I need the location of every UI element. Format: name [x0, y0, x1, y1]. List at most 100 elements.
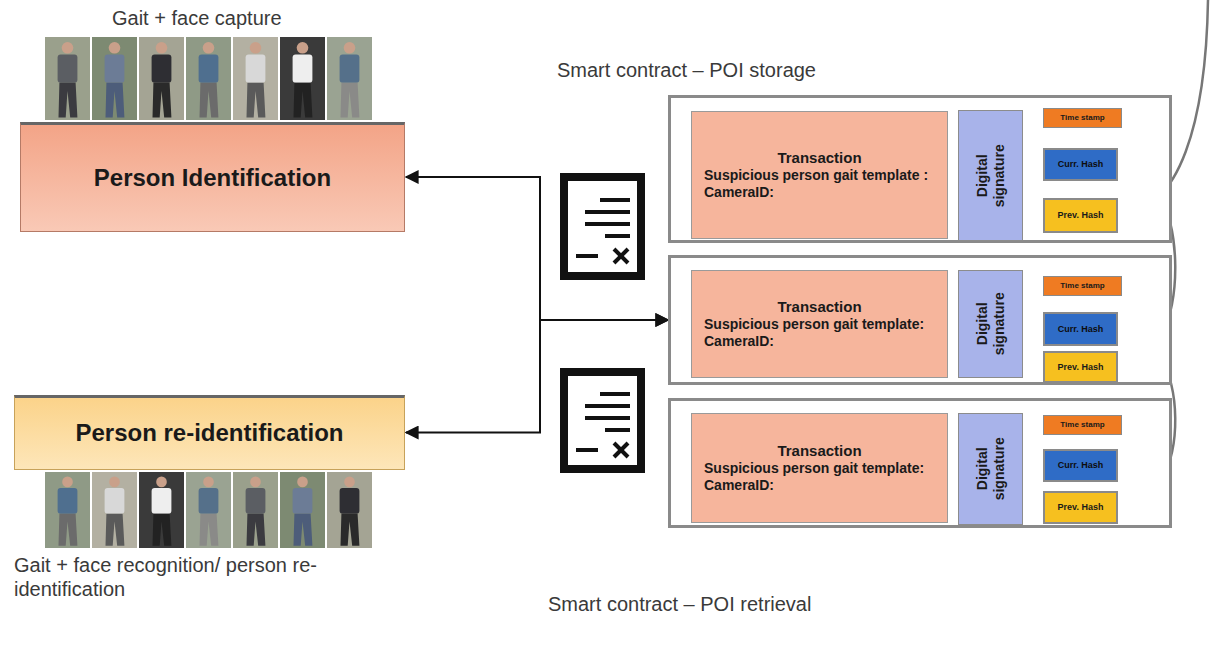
box-text: Curr. Hash	[1048, 324, 1113, 335]
signature-box: Digital signature	[958, 110, 1023, 241]
photo-frame	[327, 472, 372, 548]
person-body	[199, 54, 219, 82]
signature-box: Digital signature	[958, 270, 1023, 378]
photo-frame	[45, 472, 90, 548]
box-text: Time stamp	[1046, 281, 1119, 291]
signature-text: Digital signature	[974, 274, 1008, 374]
person-legs	[341, 83, 360, 118]
transaction-box: TransactionSuspicious person gait templa…	[691, 413, 948, 523]
transaction-heading: Transaction	[704, 149, 935, 167]
photo-frame	[92, 472, 137, 548]
box-text: Person re-identification	[25, 419, 394, 448]
box-text: Time stamp	[1046, 113, 1119, 123]
box-text: Time stamp	[1046, 420, 1119, 430]
block-frame: TransactionSuspicious person gait templa…	[668, 95, 1172, 243]
photo-frame	[186, 37, 231, 120]
reidentification-box: Person re-identification	[14, 395, 405, 470]
signature-box: Digital signature	[958, 413, 1023, 525]
previous-hash-box: Prev. Hash	[1043, 351, 1118, 383]
transaction-field: Suspicious person gait template:	[704, 460, 935, 477]
person-body	[105, 54, 125, 82]
contract-icon	[564, 177, 641, 276]
previous-hash-box: Prev. Hash	[1043, 491, 1118, 524]
person-legs	[200, 83, 219, 118]
person-head	[203, 477, 214, 488]
person-legs	[153, 83, 172, 118]
photo-frame	[280, 472, 325, 548]
current-hash-box: Curr. Hash	[1043, 148, 1118, 181]
photo-frame	[233, 472, 278, 548]
person-body	[340, 54, 360, 82]
person-body	[199, 488, 219, 514]
transaction-box: TransactionSuspicious person gait templa…	[691, 270, 948, 378]
person-body	[58, 54, 78, 82]
photo-frame	[186, 472, 231, 548]
transaction-field: Suspicious person gait template :	[704, 167, 935, 184]
signature-text: Digital signature	[974, 419, 1008, 519]
contract-icon	[564, 372, 641, 469]
timestamp-box: Time stamp	[1043, 415, 1122, 435]
person-body	[152, 488, 172, 514]
photo-strip	[45, 472, 372, 548]
block-frame: TransactionSuspicious person gait templa…	[668, 255, 1172, 385]
caption-label: Gait + face recognition/ person re-ident…	[14, 553, 370, 601]
photo-frame	[280, 37, 325, 120]
person-body	[58, 488, 78, 514]
photo-frame	[139, 37, 184, 120]
contract-label: Smart contract – POI retrieval	[548, 592, 811, 616]
transaction-field: CameraID:	[704, 477, 935, 494]
person-head	[109, 42, 121, 54]
person-head	[156, 477, 167, 488]
box-text: Prev. Hash	[1048, 502, 1113, 513]
person-head	[203, 42, 215, 54]
person-legs	[59, 83, 78, 118]
person-legs	[341, 514, 360, 546]
person-head	[250, 477, 261, 488]
contract-label: Smart contract – POI storage	[557, 58, 816, 82]
signature-text: Digital signature	[974, 126, 1008, 226]
flow-arrow	[406, 177, 668, 320]
person-legs	[247, 83, 266, 118]
person-legs	[59, 514, 78, 546]
timestamp-box: Time stamp	[1043, 276, 1122, 296]
photo-frame	[327, 37, 372, 120]
heading-label: Gait + face capture	[112, 6, 282, 30]
person-legs	[294, 514, 313, 546]
flow-arrow	[406, 320, 668, 433]
block-frame: TransactionSuspicious person gait templa…	[668, 398, 1172, 528]
person-head	[109, 477, 120, 488]
person-body	[293, 488, 313, 514]
person-body	[152, 54, 172, 82]
previous-hash-box: Prev. Hash	[1043, 198, 1118, 233]
photo-frame	[139, 472, 184, 548]
transaction-heading: Transaction	[704, 298, 935, 316]
person-legs	[247, 514, 266, 546]
person-head	[62, 42, 74, 54]
timestamp-box: Time stamp	[1043, 108, 1122, 128]
box-text: Prev. Hash	[1048, 362, 1113, 373]
person-head	[62, 477, 73, 488]
person-legs	[294, 83, 313, 118]
identification-box: Person Identification	[20, 122, 405, 232]
transaction-field: CameraID:	[704, 333, 935, 350]
transaction-heading: Transaction	[704, 442, 935, 460]
photo-frame	[45, 37, 90, 120]
person-legs	[106, 83, 125, 118]
box-text: Prev. Hash	[1048, 210, 1113, 221]
photo-frame	[233, 37, 278, 120]
person-head	[344, 477, 355, 488]
person-legs	[153, 514, 172, 546]
person-body	[340, 488, 360, 514]
transaction-box: TransactionSuspicious person gait templa…	[691, 111, 948, 239]
box-text: Curr. Hash	[1048, 159, 1113, 170]
person-body	[105, 488, 125, 514]
transaction-field: CameraID:	[704, 184, 935, 201]
current-hash-box: Curr. Hash	[1043, 449, 1118, 482]
person-head	[297, 42, 309, 54]
person-head	[297, 477, 308, 488]
person-body	[246, 54, 266, 82]
photo-frame	[92, 37, 137, 120]
photo-strip	[45, 37, 372, 120]
person-legs	[200, 514, 219, 546]
